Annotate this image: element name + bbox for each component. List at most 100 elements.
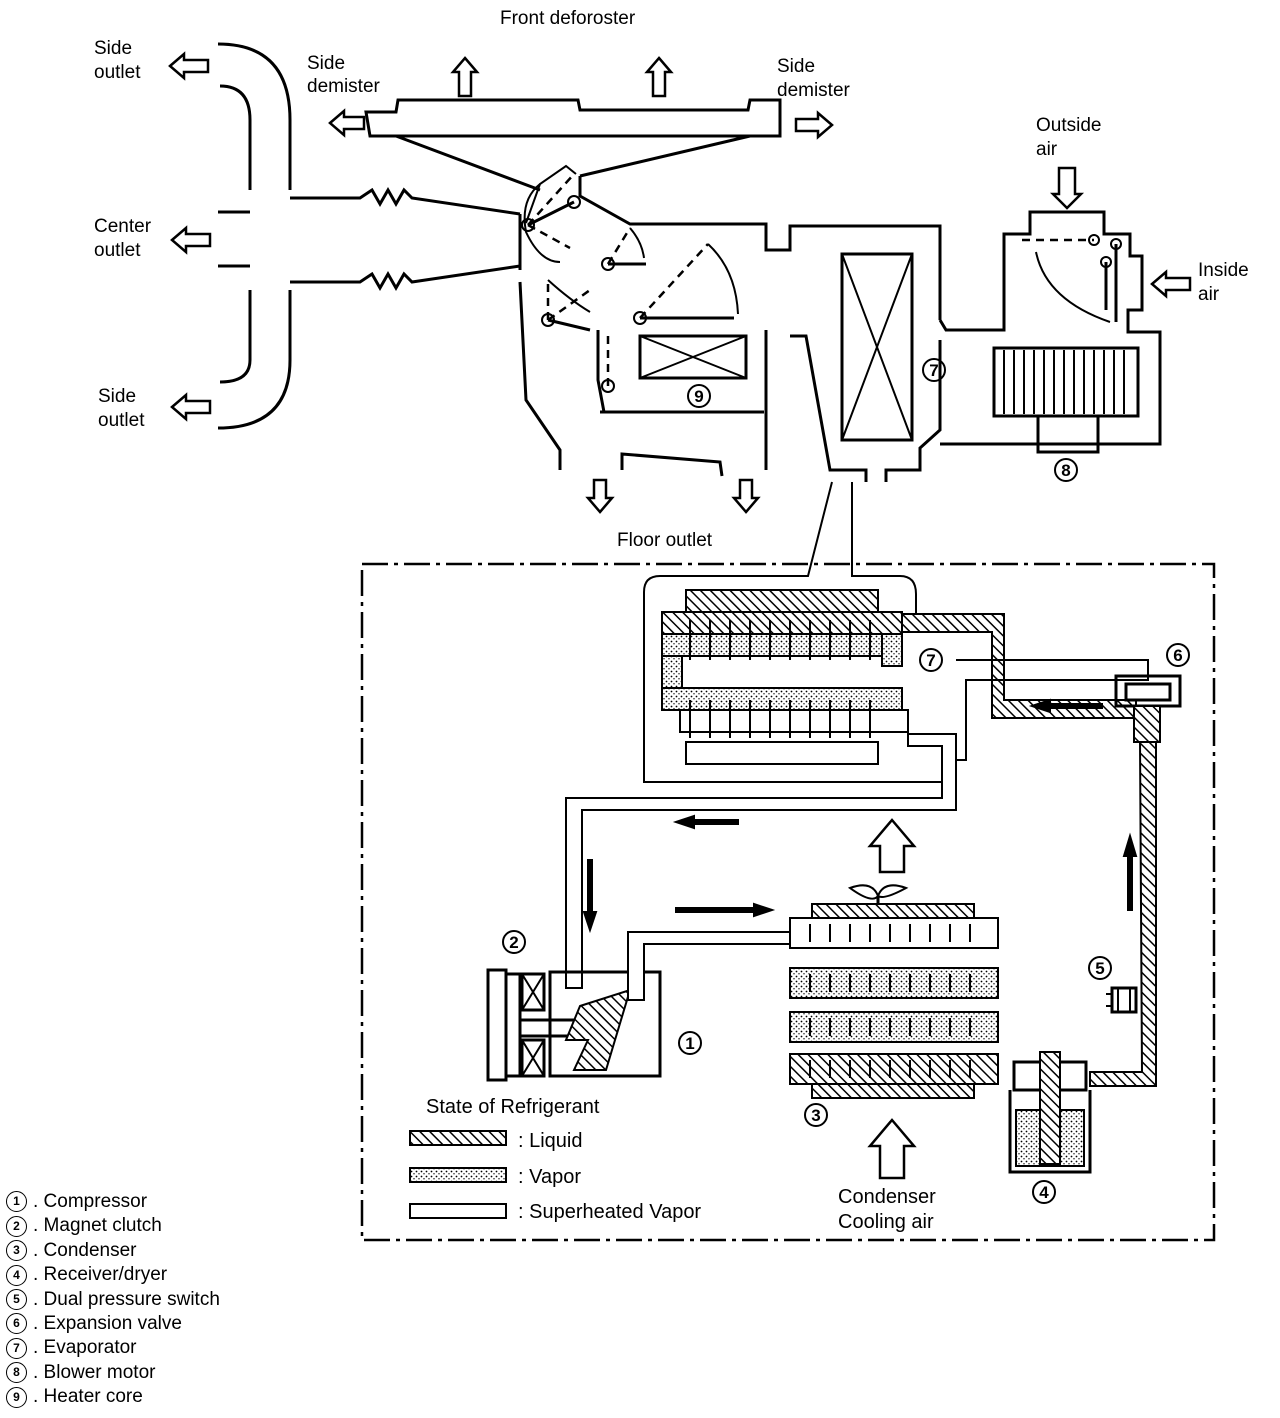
floor-outlet-label: Floor outlet bbox=[617, 530, 713, 551]
callout-7-top: 7 bbox=[922, 358, 946, 382]
svg-text:8: 8 bbox=[1061, 461, 1070, 480]
component-number: 4 bbox=[6, 1264, 27, 1286]
inside-air-label-2: air bbox=[1198, 284, 1220, 305]
condenser-cooling-air-label-2: Cooling air bbox=[838, 1211, 934, 1233]
intake-blower bbox=[938, 210, 1162, 454]
side-outlet-bottom-label-1: Side bbox=[98, 386, 136, 407]
side-outlet-top-label-1: Side bbox=[94, 38, 132, 59]
inside-air-label-1: Inside bbox=[1198, 260, 1249, 281]
condenser bbox=[789, 884, 999, 1099]
condenser-airflow-arrow bbox=[867, 1118, 917, 1180]
flow-arrow-discharge bbox=[675, 902, 776, 918]
superheated-legend-label: : Superheated Vapor bbox=[518, 1201, 701, 1223]
component-legend-item: 1. Compressor bbox=[6, 1190, 220, 1214]
expansion-valve bbox=[1114, 674, 1182, 743]
component-number: 2 bbox=[6, 1215, 27, 1237]
callout-2: 2 bbox=[502, 930, 526, 954]
component-label: . Blower motor bbox=[33, 1361, 156, 1383]
side-outlet-bottom-arrow bbox=[170, 392, 212, 422]
side-demister-left-label-1: Side bbox=[307, 53, 345, 74]
component-legend-item: 8 . Blower motor bbox=[6, 1361, 220, 1385]
component-label: . Dual pressure switch bbox=[33, 1288, 220, 1310]
refrigerant-legend-title: State of Refrigerant bbox=[426, 1096, 600, 1118]
component-label: . Heater core bbox=[33, 1386, 143, 1408]
vapor-legend-label: : Vapor bbox=[518, 1166, 581, 1188]
component-number: 3 bbox=[6, 1240, 27, 1262]
component-legend-item: 6 . Expansion valve bbox=[6, 1312, 220, 1336]
callout-4: 4 bbox=[1032, 1180, 1056, 1204]
svg-text:1: 1 bbox=[685, 1034, 694, 1053]
side-demister-right-arrow bbox=[794, 110, 834, 140]
component-number: 5 bbox=[6, 1289, 27, 1311]
component-label: . Compressor bbox=[33, 1191, 148, 1212]
callout-6: 6 bbox=[1166, 643, 1190, 667]
center-outlet-arrow bbox=[170, 225, 212, 255]
component-label: . Receiver/dryer bbox=[33, 1264, 168, 1286]
side-demister-right-label-1: Side bbox=[777, 56, 815, 77]
outside-air-label-2: air bbox=[1036, 139, 1058, 160]
flow-arrow-expansion bbox=[1028, 698, 1103, 714]
component-number: 7 bbox=[6, 1337, 27, 1359]
component-label: . Expansion valve bbox=[33, 1312, 182, 1334]
inside-air-arrow bbox=[1150, 269, 1192, 299]
refrigerant-state-legend: State of Refrigerant : Liquid : Vapor : … bbox=[409, 1096, 701, 1223]
defroster-duct bbox=[364, 98, 782, 192]
svg-text:6: 6 bbox=[1173, 646, 1182, 665]
component-label: . Evaporator bbox=[33, 1337, 137, 1359]
receiver-dryer bbox=[1008, 1051, 1092, 1174]
outside-air-label-1: Outside bbox=[1036, 115, 1101, 136]
side-demister-left-arrow bbox=[328, 108, 366, 138]
floor-outlet-arrow-right bbox=[731, 478, 761, 514]
side-outlet-bottom-label-2: outlet bbox=[98, 410, 145, 431]
evaporator-airflow-arrow bbox=[867, 818, 917, 874]
evaporator-housing bbox=[790, 252, 942, 482]
callout-8: 8 bbox=[1054, 458, 1078, 482]
component-legend-item: 9. Heater core bbox=[6, 1385, 220, 1409]
front-defroster-label: Front deforoster bbox=[500, 8, 636, 29]
callout-7-bottom: 7 bbox=[919, 648, 943, 672]
component-label: . Condenser bbox=[33, 1239, 137, 1261]
center-outlet-label-1: Center bbox=[94, 216, 152, 237]
component-number: 6 bbox=[6, 1313, 27, 1335]
component-legend-item: 4 . Receiver/dryer bbox=[6, 1263, 220, 1287]
hvac-duct-system: Front deforoster Side outlet Side demist… bbox=[94, 8, 1249, 551]
outlet-arrows bbox=[168, 51, 1192, 514]
svg-text:5: 5 bbox=[1095, 959, 1104, 978]
callout-1: 1 bbox=[678, 1031, 702, 1055]
flow-arrow-evap-return bbox=[672, 814, 739, 830]
detail-frame bbox=[360, 562, 1216, 1242]
superheated-swatch bbox=[409, 1203, 507, 1219]
heater-core bbox=[638, 334, 748, 380]
refrigerant-circuit: 1 2 3 4 5 6 7 State of Refrigerant bbox=[360, 481, 1216, 1242]
component-label: . Magnet clutch bbox=[33, 1215, 162, 1237]
svg-text:3: 3 bbox=[811, 1106, 820, 1125]
component-legend-item: 3 . Condenser bbox=[6, 1239, 220, 1263]
flow-arrow-liquid-up bbox=[1122, 832, 1138, 911]
svg-text:4: 4 bbox=[1039, 1183, 1049, 1202]
svg-text:7: 7 bbox=[926, 651, 935, 670]
evaporator-coil bbox=[661, 589, 909, 765]
callout-9: 9 bbox=[687, 384, 711, 408]
floor-outlet-arrow-left bbox=[585, 478, 615, 514]
condenser-cooling-air-label-1: Condenser bbox=[838, 1186, 936, 1208]
vapor-swatch bbox=[409, 1167, 507, 1183]
left-outlet-ducts bbox=[217, 42, 521, 430]
dual-pressure-switch bbox=[1106, 986, 1138, 1014]
svg-text:7: 7 bbox=[929, 361, 938, 380]
liquid-swatch bbox=[409, 1130, 507, 1146]
component-number: 8 bbox=[6, 1362, 27, 1384]
component-legend-item: 5 . Dual pressure switch bbox=[6, 1288, 220, 1312]
svg-text:2: 2 bbox=[509, 933, 518, 952]
callout-3: 3 bbox=[804, 1103, 828, 1127]
flow-arrow-down bbox=[582, 859, 598, 934]
liquid-legend-label: : Liquid bbox=[518, 1130, 583, 1152]
callout-5: 5 bbox=[1088, 956, 1112, 980]
side-outlet-top-label-2: outlet bbox=[94, 62, 141, 83]
side-demister-left-label-2: demister bbox=[307, 76, 381, 97]
component-legend-item: 2 . Magnet clutch bbox=[6, 1214, 220, 1238]
side-demister-right-label-2: demister bbox=[777, 80, 851, 101]
defroster-arrow-left bbox=[450, 56, 480, 98]
center-outlet-label-2: outlet bbox=[94, 240, 141, 261]
svg-text:9: 9 bbox=[694, 387, 703, 406]
